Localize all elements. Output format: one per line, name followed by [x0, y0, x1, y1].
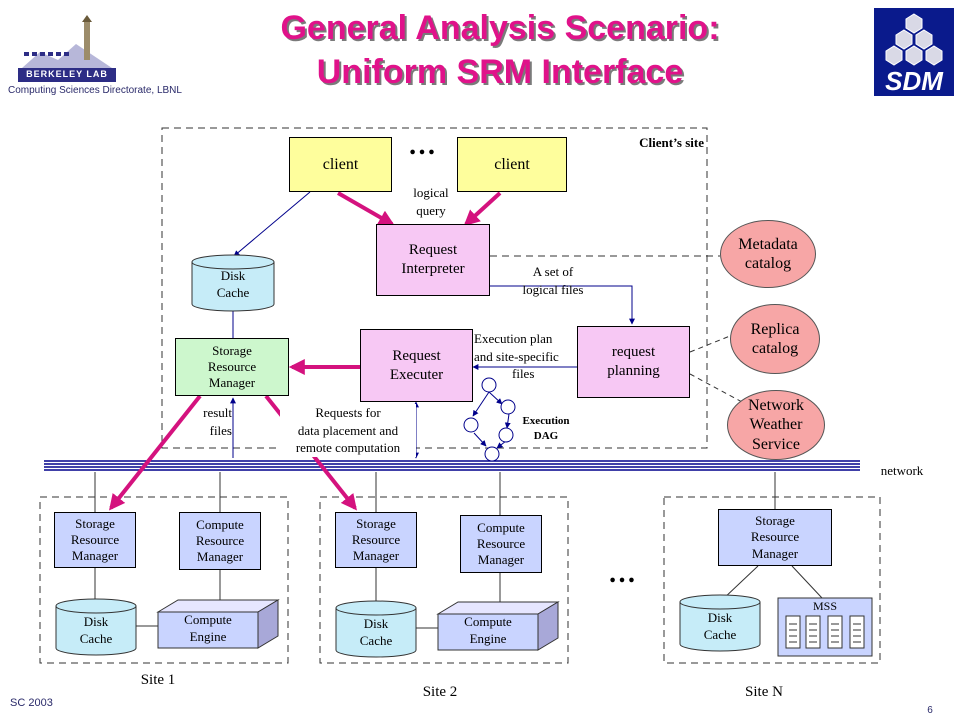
execution-dag-nodes	[463, 377, 516, 462]
siteN-disk-cylinder	[679, 594, 761, 652]
client-disk-cylinder	[191, 254, 275, 312]
request-executer-box[interactable]: Request Executer	[360, 329, 473, 402]
mss-label: MSS	[812, 599, 838, 613]
client-box-2[interactable]: client	[457, 137, 567, 192]
page-title-line1: General Analysis Scenario:	[280, 9, 720, 47]
footer-page-number: 6	[927, 705, 933, 716]
site2-boundary	[319, 496, 569, 664]
network-label: network	[880, 463, 924, 478]
request-interpreter-box[interactable]: Request Interpreter	[376, 224, 490, 296]
sites-ellipsis: …	[608, 558, 638, 589]
footer-conference: SC 2003	[10, 697, 53, 709]
site1-boundary	[39, 496, 289, 664]
network-bus	[44, 460, 860, 471]
site1-compute-engine-shape	[156, 599, 280, 649]
client-storage-resource-manager[interactable]: Storage Resource Manager	[175, 338, 289, 396]
execution-plan-label: Execution plan and site-specific files	[474, 331, 559, 382]
mss-shape	[777, 597, 873, 657]
set-of-logical-files-label: A set of logical files	[522, 264, 584, 297]
berkeley-lab-logo: BERKELEY LAB	[18, 14, 116, 82]
sdm-logo: SDM	[874, 8, 954, 96]
client-site-label: Client’s site	[639, 135, 704, 150]
network-weather-service-ellipse[interactable]: Network Weather Service	[727, 390, 825, 460]
page-title-line2: Uniform SRM Interface	[316, 53, 684, 91]
execution-dag-label: Execution DAG	[522, 415, 570, 442]
request-planning-box[interactable]: request planning	[577, 326, 690, 398]
client-label-2: client	[494, 155, 530, 173]
site2-disk-cylinder	[335, 600, 417, 658]
client-box-1[interactable]: client	[289, 137, 392, 192]
replica-catalog-ellipse[interactable]: Replica catalog	[730, 304, 820, 374]
site1-disk-cylinder	[55, 598, 137, 656]
requests-for-label: Requests for data placement and remote c…	[280, 404, 416, 457]
siteN-boundary	[663, 496, 881, 664]
org-label: Computing Sciences Directorate, LBNL	[8, 85, 182, 96]
site2-label: Site 2	[422, 684, 458, 700]
clients-ellipsis: …	[408, 130, 438, 161]
logo-text: BERKELEY LAB	[26, 69, 108, 79]
sdm-logo-text: SDM	[885, 66, 943, 96]
result-files-label: result files	[203, 405, 232, 438]
request-interpreter-line1: Request	[408, 242, 458, 259]
client-disk-cache-label: Disk Cache	[216, 268, 250, 300]
siteN-label: Site N	[745, 684, 783, 700]
logical-query-label: logical query	[413, 185, 449, 218]
request-interpreter-line2: Interpreter	[401, 261, 465, 277]
site2-compute-engine-shape	[436, 601, 560, 651]
client-label-1: client	[322, 155, 359, 173]
metadata-catalog-ellipse[interactable]: Metadata catalog	[720, 220, 816, 288]
site1-label: Site 1	[140, 672, 176, 688]
